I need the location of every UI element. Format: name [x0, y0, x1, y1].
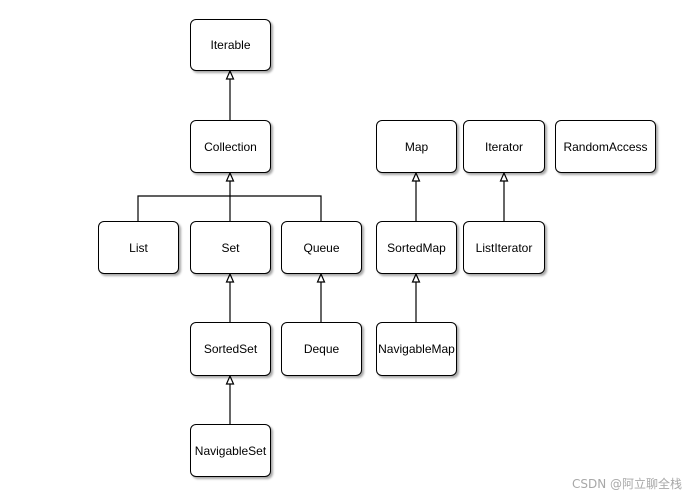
node-list: List [98, 221, 179, 274]
node-listiterator: ListIterator [463, 221, 545, 274]
node-iterable: Iterable [190, 19, 271, 71]
arrowhead-queue [316, 272, 326, 283]
edge-list-collection [137, 195, 230, 221]
node-map: Map [376, 120, 457, 173]
arrowhead-sortedset [225, 374, 235, 385]
node-sortedmap: SortedMap [376, 221, 457, 274]
node-iterator: Iterator [463, 120, 545, 173]
arrowhead-set [225, 272, 235, 283]
arrowhead-map [411, 171, 421, 182]
arrowhead-iterable [225, 69, 235, 80]
arrowhead-sortedmap [411, 272, 421, 283]
arrowhead-iterator [499, 171, 509, 182]
node-queue: Queue [281, 221, 362, 274]
node-navigablemap: NavigableMap [376, 322, 457, 376]
arrowhead-collection [225, 171, 235, 182]
node-randomaccess: RandomAccess [555, 120, 656, 173]
node-collection: Collection [190, 120, 271, 173]
node-set: Set [190, 221, 271, 274]
node-deque: Deque [281, 322, 362, 376]
watermark-text: CSDN @阿立聊全栈 [571, 477, 682, 491]
node-sortedset: SortedSet [190, 322, 271, 376]
node-navigableset: NavigableSet [190, 424, 271, 477]
edge-queue-collection [230, 195, 322, 221]
